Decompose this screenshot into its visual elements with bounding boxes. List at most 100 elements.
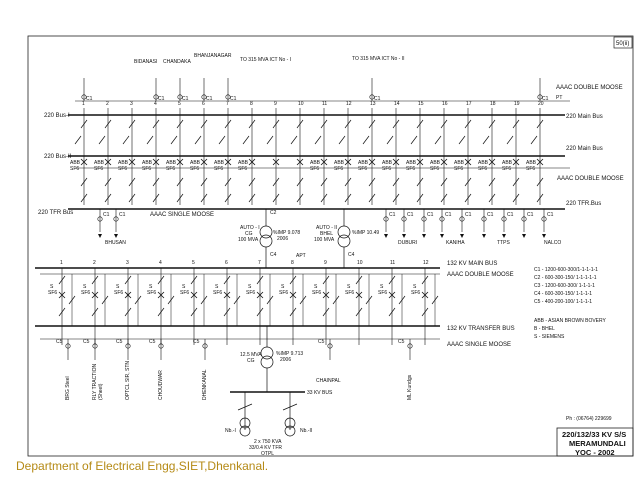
bay-number-132: 5 xyxy=(192,260,195,266)
bay-number-220: 8 xyxy=(250,101,253,107)
feeder-arrow xyxy=(542,234,546,238)
isolator-switch xyxy=(344,177,352,187)
isolator-switch xyxy=(488,119,496,129)
feeder-label-132: RLY TRACTION xyxy=(92,363,98,400)
breaker-tag-sf6: SF6 xyxy=(334,166,343,172)
isolator-switch xyxy=(200,177,208,187)
ct-tag-c5: C5 xyxy=(149,339,156,345)
ct-symbol xyxy=(421,216,427,222)
breaker-tag-s: S xyxy=(314,284,318,290)
ct-tag: C1 xyxy=(389,212,396,218)
breaker-tag-sf6: SF6 xyxy=(310,166,319,172)
bay-number-132: 1 xyxy=(60,260,63,266)
isolator-switch xyxy=(176,119,184,129)
feeder-label-132: CHAINPAL xyxy=(316,378,341,384)
drawing-frame xyxy=(27,35,634,457)
legend-ct-code: C5 - 400-200-100/ 1-1-1-1 xyxy=(534,299,592,305)
isolator-switch xyxy=(80,177,88,187)
isolator-switch xyxy=(421,307,429,317)
isolator-switch xyxy=(392,193,400,203)
ct-symbol xyxy=(153,94,159,100)
isolator-switch xyxy=(320,177,328,187)
feeder-arrow xyxy=(502,234,506,238)
ct-tag: C1 xyxy=(542,96,549,102)
transformer-12-5mva xyxy=(260,326,274,392)
isolator-switch xyxy=(266,135,274,145)
breaker-tag-s: S xyxy=(149,284,153,290)
breaker-tag-sf6: SF6 xyxy=(238,166,247,172)
ct-tag: C1 xyxy=(86,96,93,102)
ct-tag: C1 xyxy=(547,212,554,218)
feeder-arrow xyxy=(482,234,486,238)
bay-number-220: 18 xyxy=(490,101,496,107)
isolator-switch xyxy=(296,193,304,203)
ct-tag: C1 xyxy=(427,212,434,218)
isolator-switch xyxy=(368,119,376,129)
auto1-name: AUTO - I xyxy=(240,225,260,231)
ct-symbol xyxy=(369,94,375,100)
bus-220-2-label: 220 Bus-II xyxy=(44,154,72,160)
feeder-label-132: (Sheet) xyxy=(98,383,104,400)
bay-number-132: 4 xyxy=(159,260,162,266)
ct-symbol xyxy=(97,216,103,222)
isolator-switch xyxy=(322,307,330,317)
isolator-switch xyxy=(392,177,400,187)
breaker-tag-sf6: SF6 xyxy=(81,290,90,296)
tr-rating: 12.5 MVA xyxy=(240,352,262,358)
bay-number-220: 9 xyxy=(274,101,277,107)
isolator-switch xyxy=(128,193,136,203)
isolator-switch xyxy=(512,193,520,203)
breaker-tag-abb: ABB xyxy=(454,160,465,166)
isolator-switch xyxy=(365,295,373,305)
ct-symbol xyxy=(327,343,333,349)
isolator-switch xyxy=(104,177,112,187)
label-ict1: TO 315 MVA ICT No - I xyxy=(240,57,291,63)
bay-number-132: 12 xyxy=(423,260,429,266)
isolator-switch xyxy=(200,295,208,305)
isolator-switch xyxy=(58,307,66,317)
breaker-cross xyxy=(421,291,429,299)
breaker-cross xyxy=(124,291,132,299)
isolator-switch xyxy=(152,193,160,203)
breaker-tag-sf6: SF6 xyxy=(213,290,222,296)
breaker-cross xyxy=(152,158,160,166)
isolator-switch xyxy=(338,135,346,145)
ct-symbol xyxy=(158,343,164,349)
bay-number-220: 10 xyxy=(298,101,304,107)
ct-tag: C1 xyxy=(465,212,472,218)
feeder-arrow xyxy=(384,234,388,238)
ct-symbol xyxy=(383,216,389,222)
feeder-label-132: BRG Steel xyxy=(65,376,71,400)
bay-number-220: 6 xyxy=(202,101,205,107)
feeder-arrow xyxy=(422,234,426,238)
breaker-tag-abb: ABB xyxy=(526,160,537,166)
breaker-tag-sf6: SF6 xyxy=(48,290,57,296)
isolator-switch xyxy=(248,119,256,129)
isolator-switch xyxy=(101,295,109,305)
bay-number-132: 11 xyxy=(390,260,395,266)
isolator-switch xyxy=(320,119,328,129)
aaac-single-label: AAAC SINGLE MOOSE xyxy=(150,212,214,218)
breaker-tag-sf6: SF6 xyxy=(190,166,199,172)
isolator-switch xyxy=(91,275,99,285)
isolator-switch xyxy=(167,295,175,305)
ct-symbol xyxy=(521,216,527,222)
legend-maker-code: ABB - ASIAN BROWN BOVERY xyxy=(534,318,607,324)
isolator-switch xyxy=(157,307,165,317)
breaker-tag-sf6: SF6 xyxy=(406,166,415,172)
breaker-tag-sf6: SF6 xyxy=(478,166,487,172)
bus-33kv-label: 33 KV BUS xyxy=(307,390,333,396)
breaker-tag-s: S xyxy=(83,284,87,290)
ct-tag: C1 xyxy=(182,96,189,102)
breaker-cross xyxy=(157,291,165,299)
isolator-switch xyxy=(134,295,142,305)
breaker-cross xyxy=(223,291,231,299)
footer-department: Department of Electrical Engg,SIET,Dhenk… xyxy=(16,459,269,473)
isolator-switch xyxy=(190,275,198,285)
bay-number-132: 2 xyxy=(93,260,96,266)
label-bhanjanagar: BHANJANAGAR xyxy=(194,53,232,59)
breaker-cross xyxy=(91,291,99,299)
isolator-switch xyxy=(299,295,307,305)
breaker-cross xyxy=(80,158,88,166)
